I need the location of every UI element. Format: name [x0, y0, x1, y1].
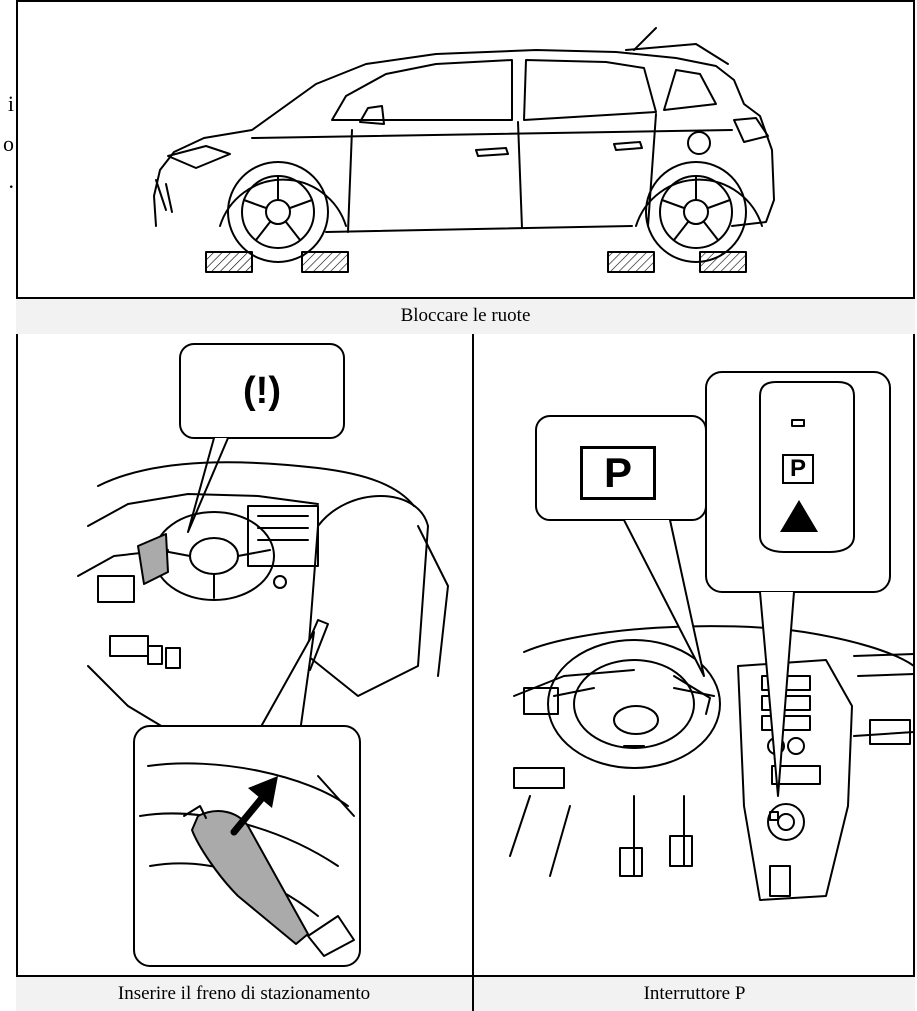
caption-block-wheels: Bloccare le ruote — [16, 297, 915, 334]
front-chock-right — [302, 252, 348, 272]
cut-off-text-fragment: i o . — [0, 0, 16, 1011]
rear-chock-right — [700, 252, 746, 272]
brake-warning-icon: (!) — [180, 344, 344, 438]
upward-arrow-icon — [776, 496, 822, 532]
parking-brake-illustration: (!) — [18, 336, 472, 975]
p-indicator-label: P — [604, 452, 632, 494]
p-switch-label: P — [790, 457, 806, 481]
p-switch-icon: P — [782, 454, 814, 484]
brake-warning-symbol: (!) — [243, 370, 281, 413]
fragment-line-2: o — [3, 133, 14, 155]
car-chocks-illustration — [16, 0, 915, 297]
caption-parking-brake: Inserire il freno di stazionamento — [16, 975, 474, 1011]
upward-arrow-icon — [226, 772, 290, 840]
front-chock-left — [206, 252, 252, 272]
fragment-line-1: i — [8, 93, 14, 115]
fragment-line-3: . — [9, 170, 15, 192]
p-indicator-large: P — [580, 446, 656, 500]
rear-chock-left — [608, 252, 654, 272]
p-switch-illustration: P P — [474, 336, 915, 975]
caption-p-switch: Interruttore P — [474, 975, 915, 1011]
